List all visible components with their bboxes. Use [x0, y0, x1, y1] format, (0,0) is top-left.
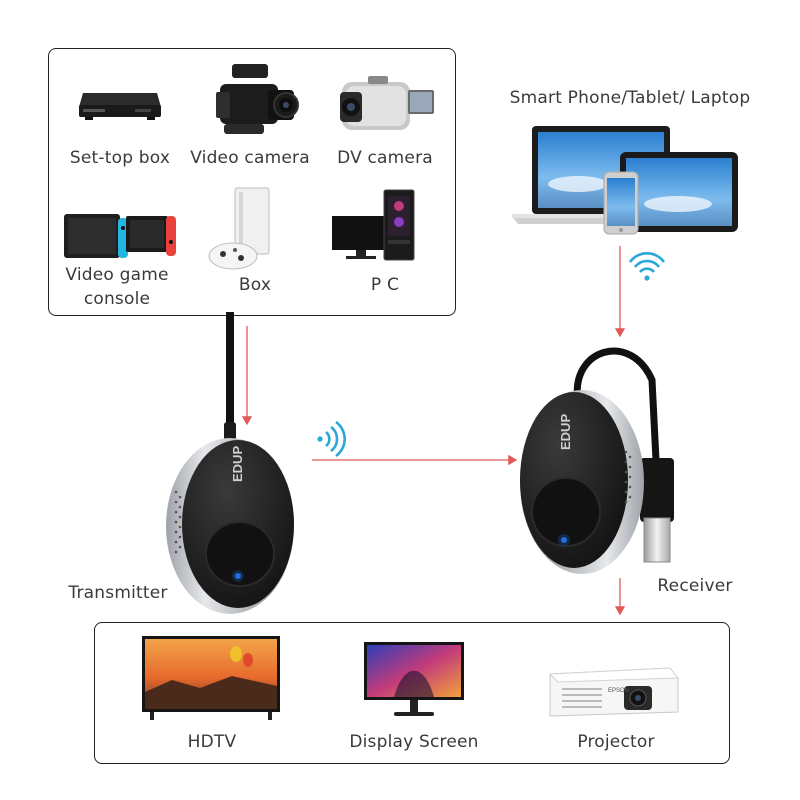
wifi-transmit-icon	[317, 420, 346, 458]
hdtv-image	[142, 636, 280, 720]
video-camera-image	[216, 64, 299, 134]
receiver-device: EDUP	[520, 347, 674, 574]
transmitter-device: EDUP	[166, 312, 294, 614]
video-game-console-label-line1: Video game	[65, 265, 169, 285]
set-top-box-image	[79, 93, 161, 120]
receiver-brand-text: EDUP	[558, 414, 573, 450]
video-game-console-label-line2: console	[83, 289, 151, 309]
pc-label: P C	[370, 275, 400, 295]
dv-camera-label: DV camera	[337, 148, 433, 168]
video-game-console-image	[64, 214, 176, 258]
projector-image: EPSON	[548, 667, 680, 717]
game-box-image	[208, 187, 270, 270]
mobile-devices-label: Smart Phone/Tablet/ Laptop	[509, 88, 751, 108]
receiver-label: Receiver	[657, 576, 733, 596]
mobile-devices-image	[512, 126, 738, 235]
wifi-signal-icon	[628, 252, 666, 281]
game-box-label: Box	[238, 275, 272, 295]
dv-camera-image	[340, 76, 434, 130]
video-camera-label: Video camera	[190, 148, 310, 168]
transmitter-label: Transmitter	[68, 583, 168, 603]
hdtv-label: HDTV	[187, 732, 237, 752]
projector-label: Projector	[577, 732, 655, 752]
transmitter-brand-text: EDUP	[230, 446, 245, 482]
pc-image	[332, 189, 415, 261]
display-screen-label: Display Screen	[349, 732, 479, 752]
display-screen-image	[364, 642, 464, 716]
projector-brand-text: EPSON	[608, 688, 629, 694]
set-top-box-label: Set-top box	[69, 148, 171, 168]
